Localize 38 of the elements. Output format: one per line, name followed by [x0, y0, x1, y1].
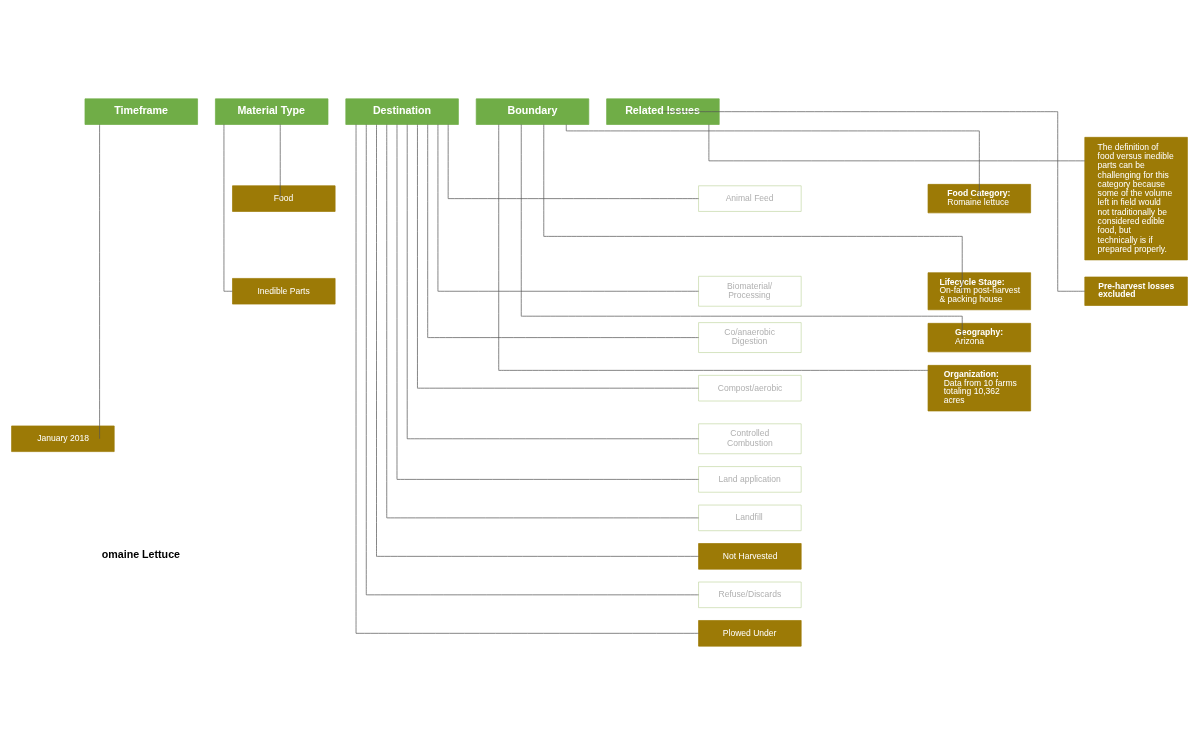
node-box: January 2018 [11, 425, 115, 452]
connector [520, 123, 963, 338]
node-box: Inedible Parts [232, 277, 336, 304]
node-box: Not Harvested [698, 542, 802, 570]
node-box: Boundary [475, 98, 590, 125]
node-box: Destination [345, 98, 459, 125]
node-box: Compost/aerobic [698, 374, 802, 401]
node-box: Plowed Under [698, 619, 802, 646]
connector [279, 123, 281, 199]
node-box: Organization: Data from 10 farms totaling 10,362 acres [927, 364, 1031, 411]
connector [427, 123, 699, 338]
node-box: Food Category: Romaine lettuce [927, 183, 1031, 213]
node-box: Lifecycle Stage: On-farm post-harvest & packing house [927, 271, 1031, 310]
node-box: Related Issues [606, 98, 720, 125]
node-box: Geography: Arizona [927, 322, 1031, 352]
node-box: The definition of food versus inedible parts can be challenging for this category because some of the volume left in field would not traditionally be considered edible food, but technically is if prepared properly. [1084, 136, 1188, 260]
node-box: Refuse/Discards [698, 581, 802, 608]
connector [223, 123, 233, 292]
connector [565, 123, 980, 199]
node-box: Biomaterial/ Processing [698, 275, 802, 307]
node-box: Timeframe [84, 98, 198, 125]
node-box: Landfill [698, 504, 802, 531]
node-box: Animal Feed [698, 184, 802, 212]
connector [708, 123, 1086, 161]
node-box: Co/anaerobic Digestion [698, 321, 802, 353]
label: omaine Lettuce [101, 547, 181, 560]
connector [543, 123, 963, 292]
node-box: Pre-harvest losses excluded [1084, 276, 1188, 306]
node-box: Controlled Combustion [698, 422, 802, 454]
connector [417, 123, 699, 389]
node-box: Material Type [215, 98, 329, 125]
connector [437, 123, 699, 292]
connector [662, 110, 1086, 292]
node-box: Land application [698, 465, 802, 493]
connector [447, 123, 699, 199]
connector [99, 123, 100, 439]
node-box: Food [232, 184, 336, 212]
connector [498, 123, 929, 371]
